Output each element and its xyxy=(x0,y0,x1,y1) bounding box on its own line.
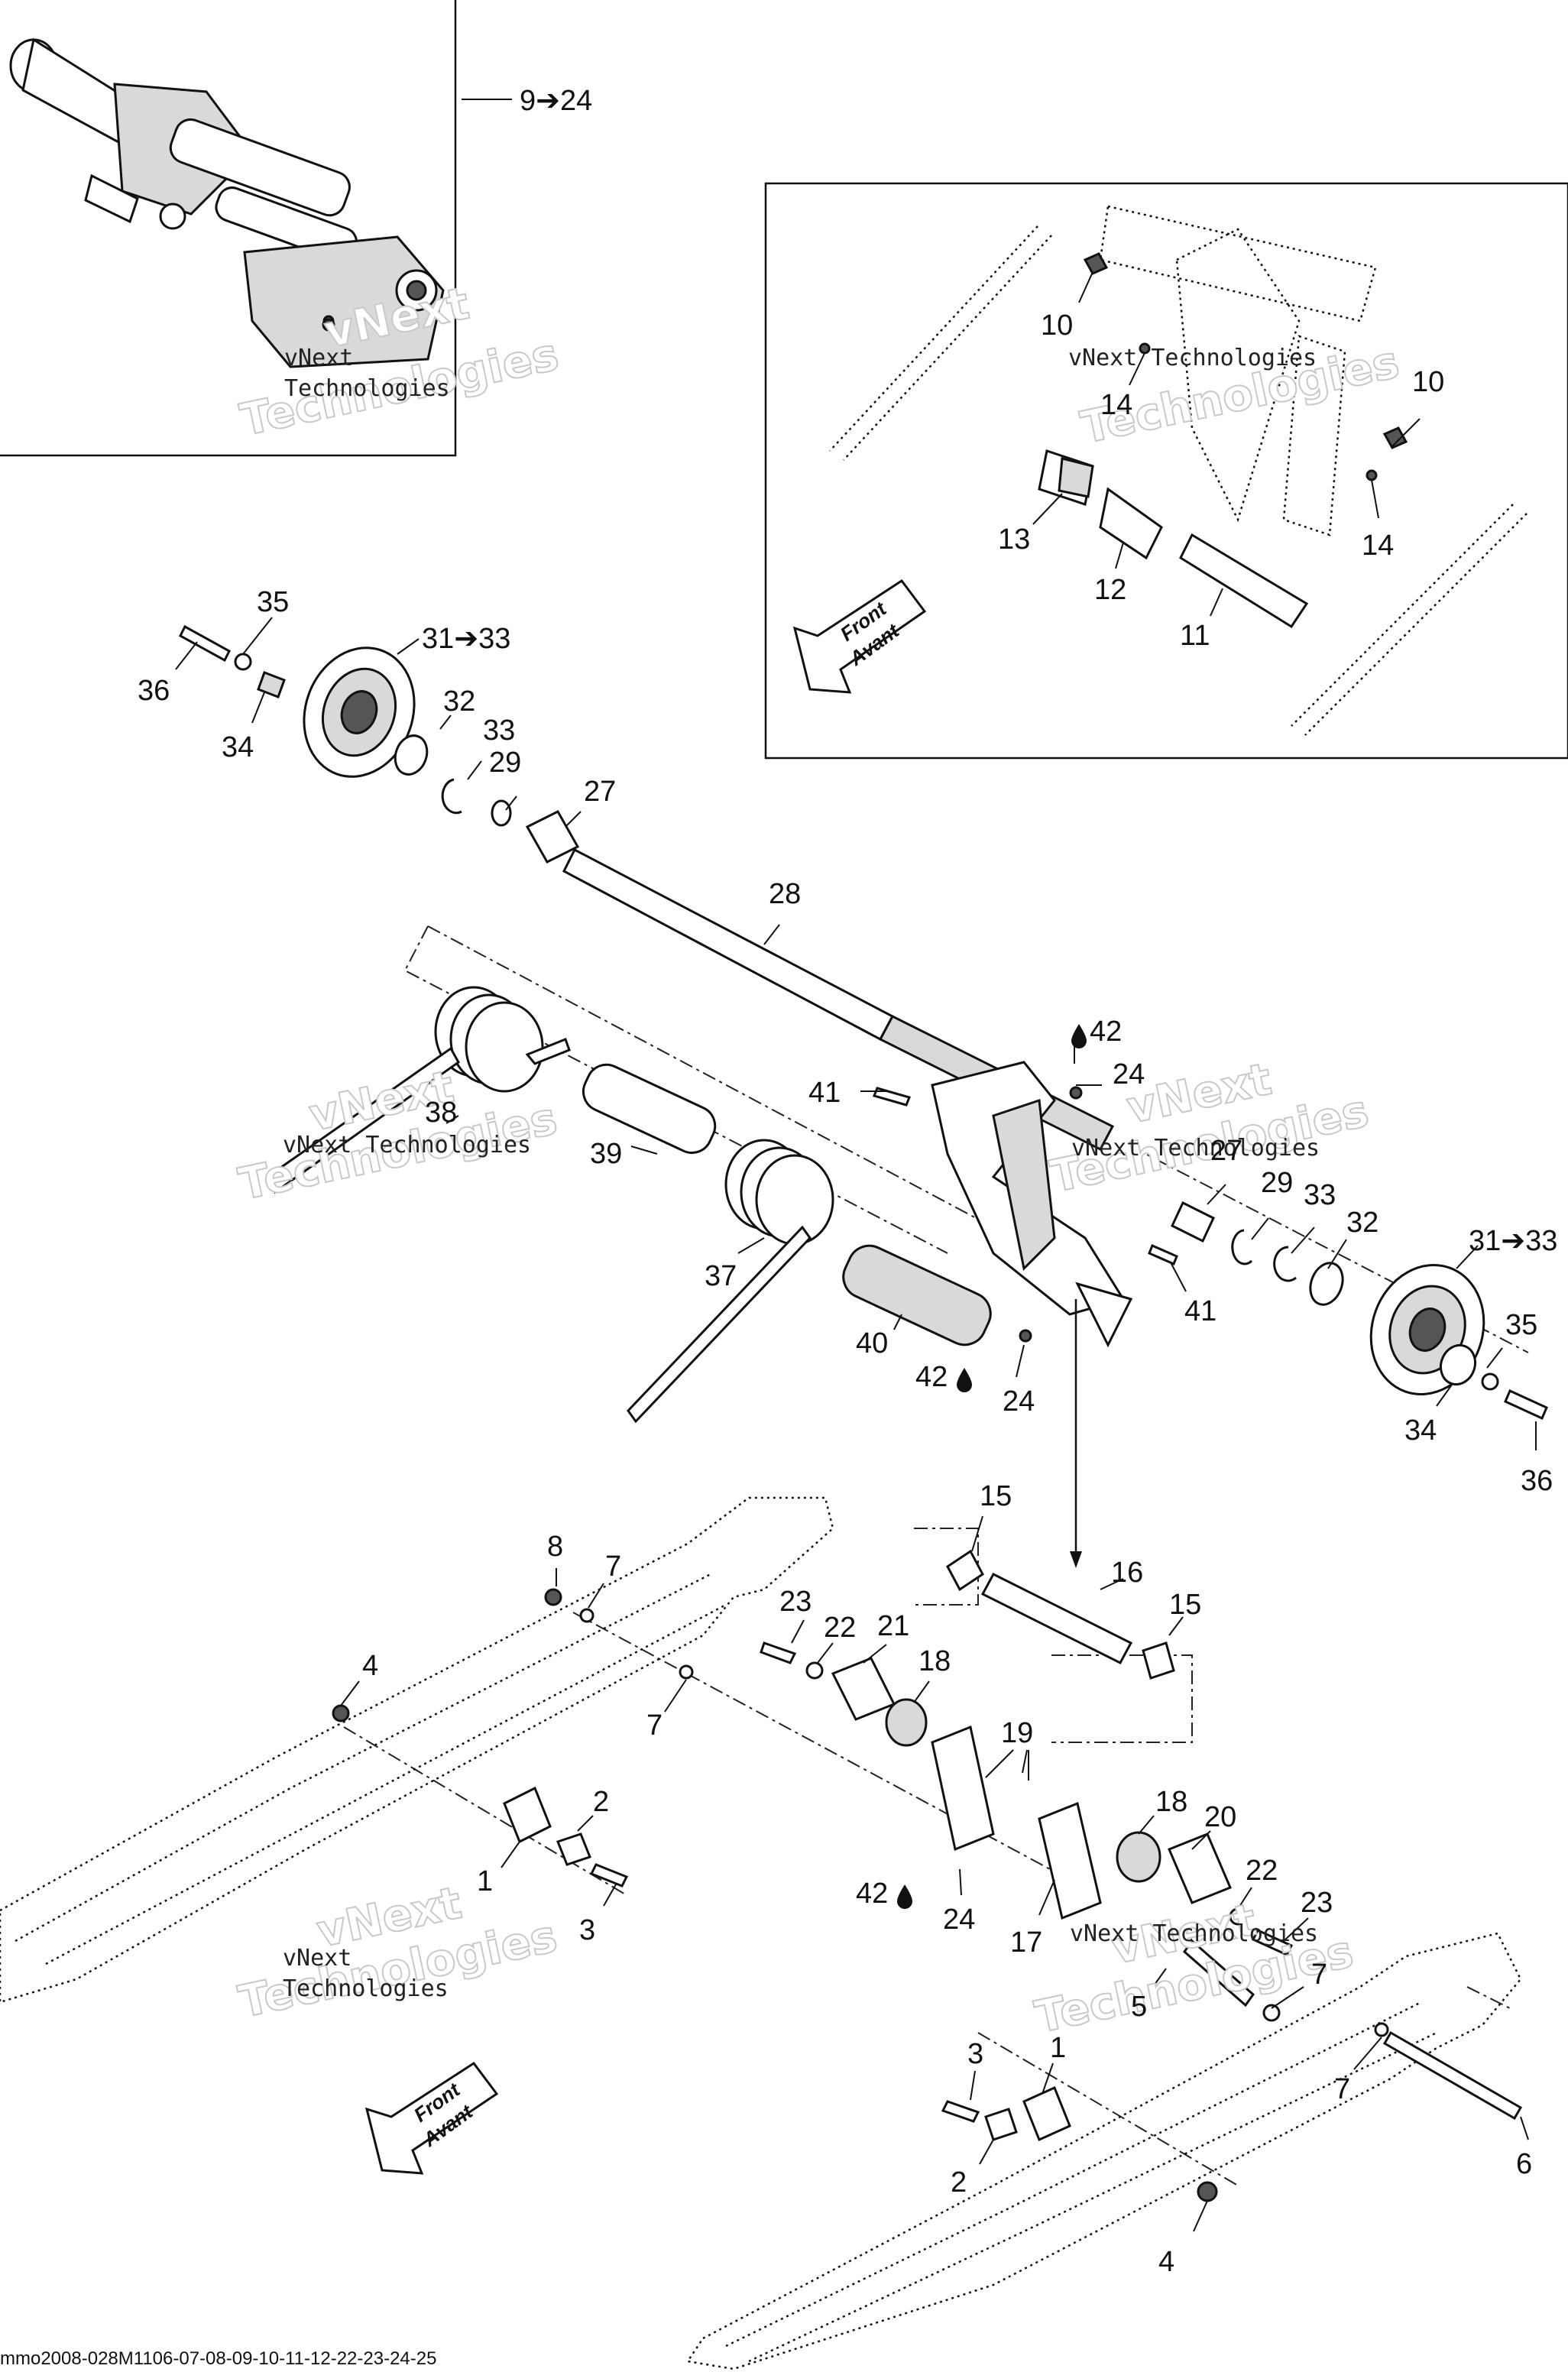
torsion-spring-right xyxy=(627,1139,834,1424)
part-label-36a: 36 xyxy=(138,675,170,707)
part-label-42c: 42 xyxy=(856,1878,888,1910)
part-label-19: 19 xyxy=(1001,1717,1033,1749)
part-labels: 10 10 14 14 13 12 11 35 36 34 31➔33 32 3… xyxy=(138,309,1557,2278)
part-label-35b: 35 xyxy=(1505,1309,1537,1341)
part-label-10a: 10 xyxy=(1041,309,1073,342)
part-label-23b: 23 xyxy=(1301,1887,1333,1919)
watermark-small-2: vNext Technologies xyxy=(1068,345,1317,371)
idler-wheel-right xyxy=(1171,1201,1548,1421)
part-label-27b: 27 xyxy=(1210,1135,1242,1167)
part-label-33b: 33 xyxy=(1304,1179,1336,1211)
part-label-18a: 18 xyxy=(918,1645,951,1677)
rear-arm-frame xyxy=(931,1061,1133,1348)
oil-drop-icon xyxy=(957,1368,972,1392)
part-label-28: 28 xyxy=(769,878,801,910)
part-label-18b: 18 xyxy=(1155,1786,1187,1818)
part-label-14b: 14 xyxy=(1362,530,1394,562)
part-label-8: 8 xyxy=(547,1531,563,1563)
front-arrow-bottom: Front Avant xyxy=(364,2061,499,2175)
lubricant-icons xyxy=(897,1024,1087,1909)
idler-wheel-left xyxy=(179,624,580,864)
part-label-7c: 7 xyxy=(1311,1959,1327,1991)
part-label-24a: 24 xyxy=(1113,1058,1145,1090)
part-label-1a: 1 xyxy=(477,1865,493,1897)
part-label-39: 39 xyxy=(590,1138,622,1170)
part-label-31a: 31➔33 xyxy=(422,623,510,655)
part-label-2a: 2 xyxy=(593,1786,609,1818)
torsion-spring-left xyxy=(266,986,571,1194)
slide-rails-assembly: Front Avant Technolo xyxy=(0,1496,1529,2370)
oil-drop-icon xyxy=(897,1884,912,1909)
part-label-27a: 27 xyxy=(584,776,616,808)
part-label-3a: 3 xyxy=(579,1914,595,1946)
part-label-6: 6 xyxy=(1516,2148,1532,2180)
top-left-inset: 9➔24 Technologies vNext vNext Technologi… xyxy=(0,0,592,457)
part-label-37: 37 xyxy=(705,1260,737,1292)
part-label-35a: 35 xyxy=(257,586,289,618)
part-label-20: 20 xyxy=(1204,1801,1236,1833)
oil-drop-icon xyxy=(1071,1024,1087,1048)
part-label-16: 16 xyxy=(1111,1557,1143,1589)
part-label-7a: 7 xyxy=(605,1551,621,1583)
part-label-17: 17 xyxy=(1010,1926,1042,1959)
part-label-29b: 29 xyxy=(1261,1167,1293,1199)
part-label-4b: 4 xyxy=(1158,2246,1174,2278)
part-label-22a: 22 xyxy=(824,1612,856,1644)
part-label-4a: 4 xyxy=(362,1650,378,1682)
figure-caption: mmo2008-028M1106-07-08-09-10-11-12-22-23… xyxy=(0,2348,436,2369)
watermark-small-4: vNext Technologies xyxy=(1071,1135,1320,1162)
part-label-7d: 7 xyxy=(1334,2073,1350,2105)
part-label-22b: 22 xyxy=(1246,1855,1278,1887)
part-label-11: 11 xyxy=(1180,620,1210,652)
part-label-21: 21 xyxy=(877,1610,909,1642)
inset-ref-9-24: 9➔24 xyxy=(520,85,592,117)
part-label-15b: 15 xyxy=(1169,1589,1201,1621)
part-label-24b: 24 xyxy=(1003,1385,1035,1418)
part-label-38: 38 xyxy=(425,1097,457,1129)
part-label-42b: 42 xyxy=(915,1361,948,1393)
part-label-10b: 10 xyxy=(1412,366,1444,398)
part-label-24c: 24 xyxy=(943,1904,975,1936)
part-label-40: 40 xyxy=(856,1327,888,1359)
part-label-34a: 34 xyxy=(222,731,254,763)
watermark-small-1b: Technologies xyxy=(284,375,450,402)
part-label-32b: 32 xyxy=(1346,1207,1378,1239)
part-label-23a: 23 xyxy=(779,1586,812,1618)
watermark-small-5: vNext xyxy=(283,1945,352,1972)
part-label-12: 12 xyxy=(1094,574,1126,606)
slide-rail-left xyxy=(0,1496,834,2004)
rear-arm-assembly: Technologies vNext vNext Technologies Te… xyxy=(175,617,1548,1568)
part-label-5: 5 xyxy=(1131,1991,1147,2023)
part-label-32a: 32 xyxy=(443,685,475,718)
part-label-42a: 42 xyxy=(1090,1016,1122,1048)
part-label-33a: 33 xyxy=(483,715,515,747)
top-right-inset: Front Avant Technologies vNext Technolog… xyxy=(764,182,1568,760)
watermark-small-1: vNext xyxy=(284,345,353,371)
part-label-36b: 36 xyxy=(1521,1465,1553,1497)
watermark-small-5b: Technologies xyxy=(283,1975,449,2002)
part-label-34b: 34 xyxy=(1404,1414,1437,1447)
part-label-14a: 14 xyxy=(1100,389,1132,421)
watermark-small-3: vNext Technologies xyxy=(283,1132,531,1158)
part-label-7b: 7 xyxy=(646,1709,663,1742)
part-label-15a: 15 xyxy=(980,1480,1012,1512)
part-label-29a: 29 xyxy=(489,747,521,779)
part-label-3b: 3 xyxy=(967,2038,983,2070)
front-arrow-inset: Front Avant xyxy=(792,578,927,694)
watermark-small-6: vNext Technologies xyxy=(1070,1920,1318,1947)
part-label-13: 13 xyxy=(998,523,1030,556)
part-label-31b: 31➔33 xyxy=(1469,1225,1557,1257)
slide-rail-right xyxy=(685,1932,1522,2370)
front-arm-assembly-drawing xyxy=(9,37,445,368)
part-label-1b: 1 xyxy=(1050,2032,1066,2064)
part-label-41b: 41 xyxy=(1184,1295,1216,1327)
part-label-2b: 2 xyxy=(951,2166,967,2199)
part-label-41a: 41 xyxy=(808,1077,841,1109)
